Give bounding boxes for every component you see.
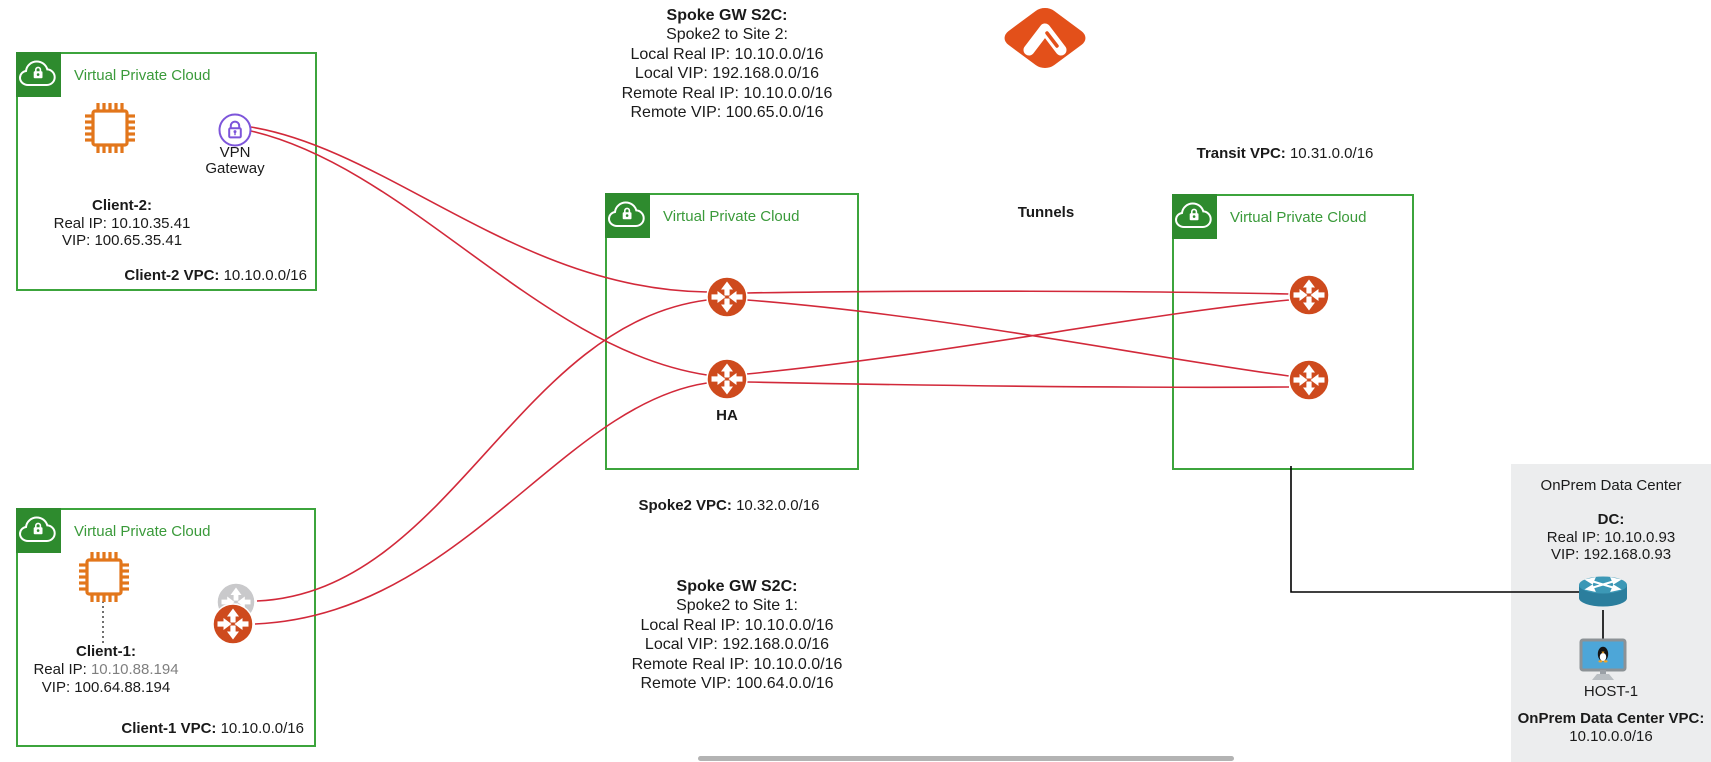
vpc-header-client2 (16, 52, 61, 97)
onprem-vpc-cidr: OnPrem Data Center VPC: 10.10.0.0/16 (1511, 710, 1711, 745)
transit-vpc-box: Virtual Private Cloud (1172, 194, 1414, 470)
note-line: Local Real IP: 10.10.0.0/16 (640, 616, 834, 634)
vpc-header-client1 (16, 508, 61, 553)
aviatrix-logo-icon (1004, 8, 1086, 68)
client2-vpc-box: Virtual Private Cloud Client-2 VPC: 10.1… (16, 52, 317, 291)
client1-heading: Client-1: (76, 643, 136, 660)
tunnels-label: Tunnels (1017, 204, 1075, 221)
client2-info: Client-2: Real IP: 10.10.35.41 VIP: 100.… (24, 197, 220, 250)
gateway-icon (706, 276, 748, 318)
client2-vpc-cidr-label: Client-2 VPC: (124, 267, 220, 284)
vpc-title: Virtual Private Cloud (1230, 209, 1367, 226)
cloud-lock-icon (1174, 202, 1212, 228)
note-line: Remote Real IP: 10.10.0.0/16 (621, 84, 833, 102)
client1-vip: VIP: 100.64.88.194 (41, 679, 171, 696)
note-line: Remote Real IP: 10.10.0.0/16 (631, 655, 843, 673)
client2-vpc-cidr: Client-2 VPC: 10.10.0.0/16 (124, 267, 307, 284)
onprem-dc-heading: DC: (1597, 511, 1625, 528)
onprem-vpc-cidr-label: OnPrem Data Center VPC: (1517, 710, 1705, 727)
cloud-lock-icon (607, 201, 645, 227)
chip-icon (79, 552, 129, 602)
note-line: Spoke2 to Site 2: (666, 26, 788, 44)
client1-real-ip-label: Real IP: (33, 661, 87, 678)
note-heading: Spoke GW S2C: (676, 578, 798, 595)
onprem-vip: VIP: 192.168.0.93 (1550, 546, 1672, 563)
spoke2-vpc-cidr: Spoke2 VPC: 10.32.0.0/16 (629, 497, 829, 515)
client1-vpc-box: Virtual Private Cloud Client-1 VPC: 10.1… (16, 508, 316, 747)
transit-vpc-cidr-label: Transit VPC: (1196, 145, 1286, 162)
vpn-gateway-label: VPN Gateway (197, 145, 273, 177)
vpn-gateway-icon (218, 113, 252, 147)
client1-vpc-cidr-label: Client-1 VPC: (121, 720, 217, 737)
spoke2-vpc-cidr-label: Spoke2 VPC: (638, 497, 732, 514)
client2-vpc-cidr-value: 10.10.0.0/16 (223, 267, 307, 284)
gateway-icon (1288, 274, 1330, 316)
note-line: Spoke2 to Site 1: (676, 597, 798, 615)
vpn-gateway-label-line2: Gateway (205, 160, 265, 177)
client2-real-ip: Real IP: 10.10.35.41 (53, 214, 191, 232)
note-heading: Spoke GW S2C: (666, 7, 788, 24)
host1-label: HOST-1 (1583, 683, 1639, 700)
transit-vpc-cidr-value: 10.31.0.0/16 (1289, 145, 1374, 162)
spoke-gw-s2c-site2-note: Spoke GW S2C: Spoke2 to Site 2: Local Re… (560, 6, 894, 122)
client1-real-ip-value: 10.10.88.194 (90, 661, 179, 678)
client2-heading: Client-2: (92, 197, 152, 214)
note-line: Remote VIP: 100.65.0.0/16 (630, 104, 824, 122)
router-icon (1579, 576, 1627, 607)
client1-vpc-cidr-value: 10.10.0.0/16 (220, 720, 304, 737)
onprem-dc-info: DC: Real IP: 10.10.0.93 VIP: 192.168.0.9… (1511, 511, 1711, 564)
gateway-icon-ha (706, 358, 748, 400)
vpc-header-spoke2 (605, 193, 650, 238)
bottom-scroll-bar[interactable] (698, 756, 1234, 761)
gateway-icon-ha (1288, 359, 1330, 401)
spoke2-vpc-cidr-value: 10.32.0.0/16 (736, 497, 820, 514)
client1-vpc-cidr: Client-1 VPC: 10.10.0.0/16 (121, 720, 304, 737)
vpc-header-transit (1172, 194, 1217, 239)
onprem-real-ip: Real IP: 10.10.0.93 (1546, 528, 1676, 546)
spoke2-vpc-box: Virtual Private Cloud (605, 193, 859, 470)
client2-vip: VIP: 100.65.35.41 (61, 232, 183, 249)
cloud-lock-icon (18, 60, 56, 86)
onprem-vpc-cidr-value: 10.10.0.0/16 (1569, 727, 1653, 745)
vpc-title: Virtual Private Cloud (663, 208, 800, 225)
transit-vpc-cidr: Transit VPC: 10.31.0.0/16 (1185, 145, 1385, 163)
chip-icon (85, 103, 135, 153)
host-monitor-icon (1579, 638, 1627, 680)
client1-real-ip: Real IP: 10.10.88.194 (10, 661, 202, 679)
cloud-lock-icon (18, 516, 56, 542)
vpc-title: Virtual Private Cloud (74, 67, 211, 84)
client1-info: Client-1: Real IP: 10.10.88.194 VIP: 100… (10, 643, 202, 697)
gateway-icon (212, 603, 254, 645)
note-line: Remote VIP: 100.64.0.0/16 (640, 675, 834, 693)
note-line: Local Real IP: 10.10.0.0/16 (630, 45, 824, 63)
spoke-gw-s2c-site1-note: Spoke GW S2C: Spoke2 to Site 1: Local Re… (570, 577, 904, 693)
note-line: Local VIP: 192.168.0.0/16 (634, 65, 820, 83)
onprem-title: OnPrem Data Center (1540, 477, 1682, 494)
vpn-gateway-label-line1: VPN (219, 144, 251, 161)
ha-label: HA (716, 407, 738, 424)
note-line: Local VIP: 192.168.0.0/16 (644, 636, 830, 654)
vpc-title: Virtual Private Cloud (74, 523, 211, 540)
